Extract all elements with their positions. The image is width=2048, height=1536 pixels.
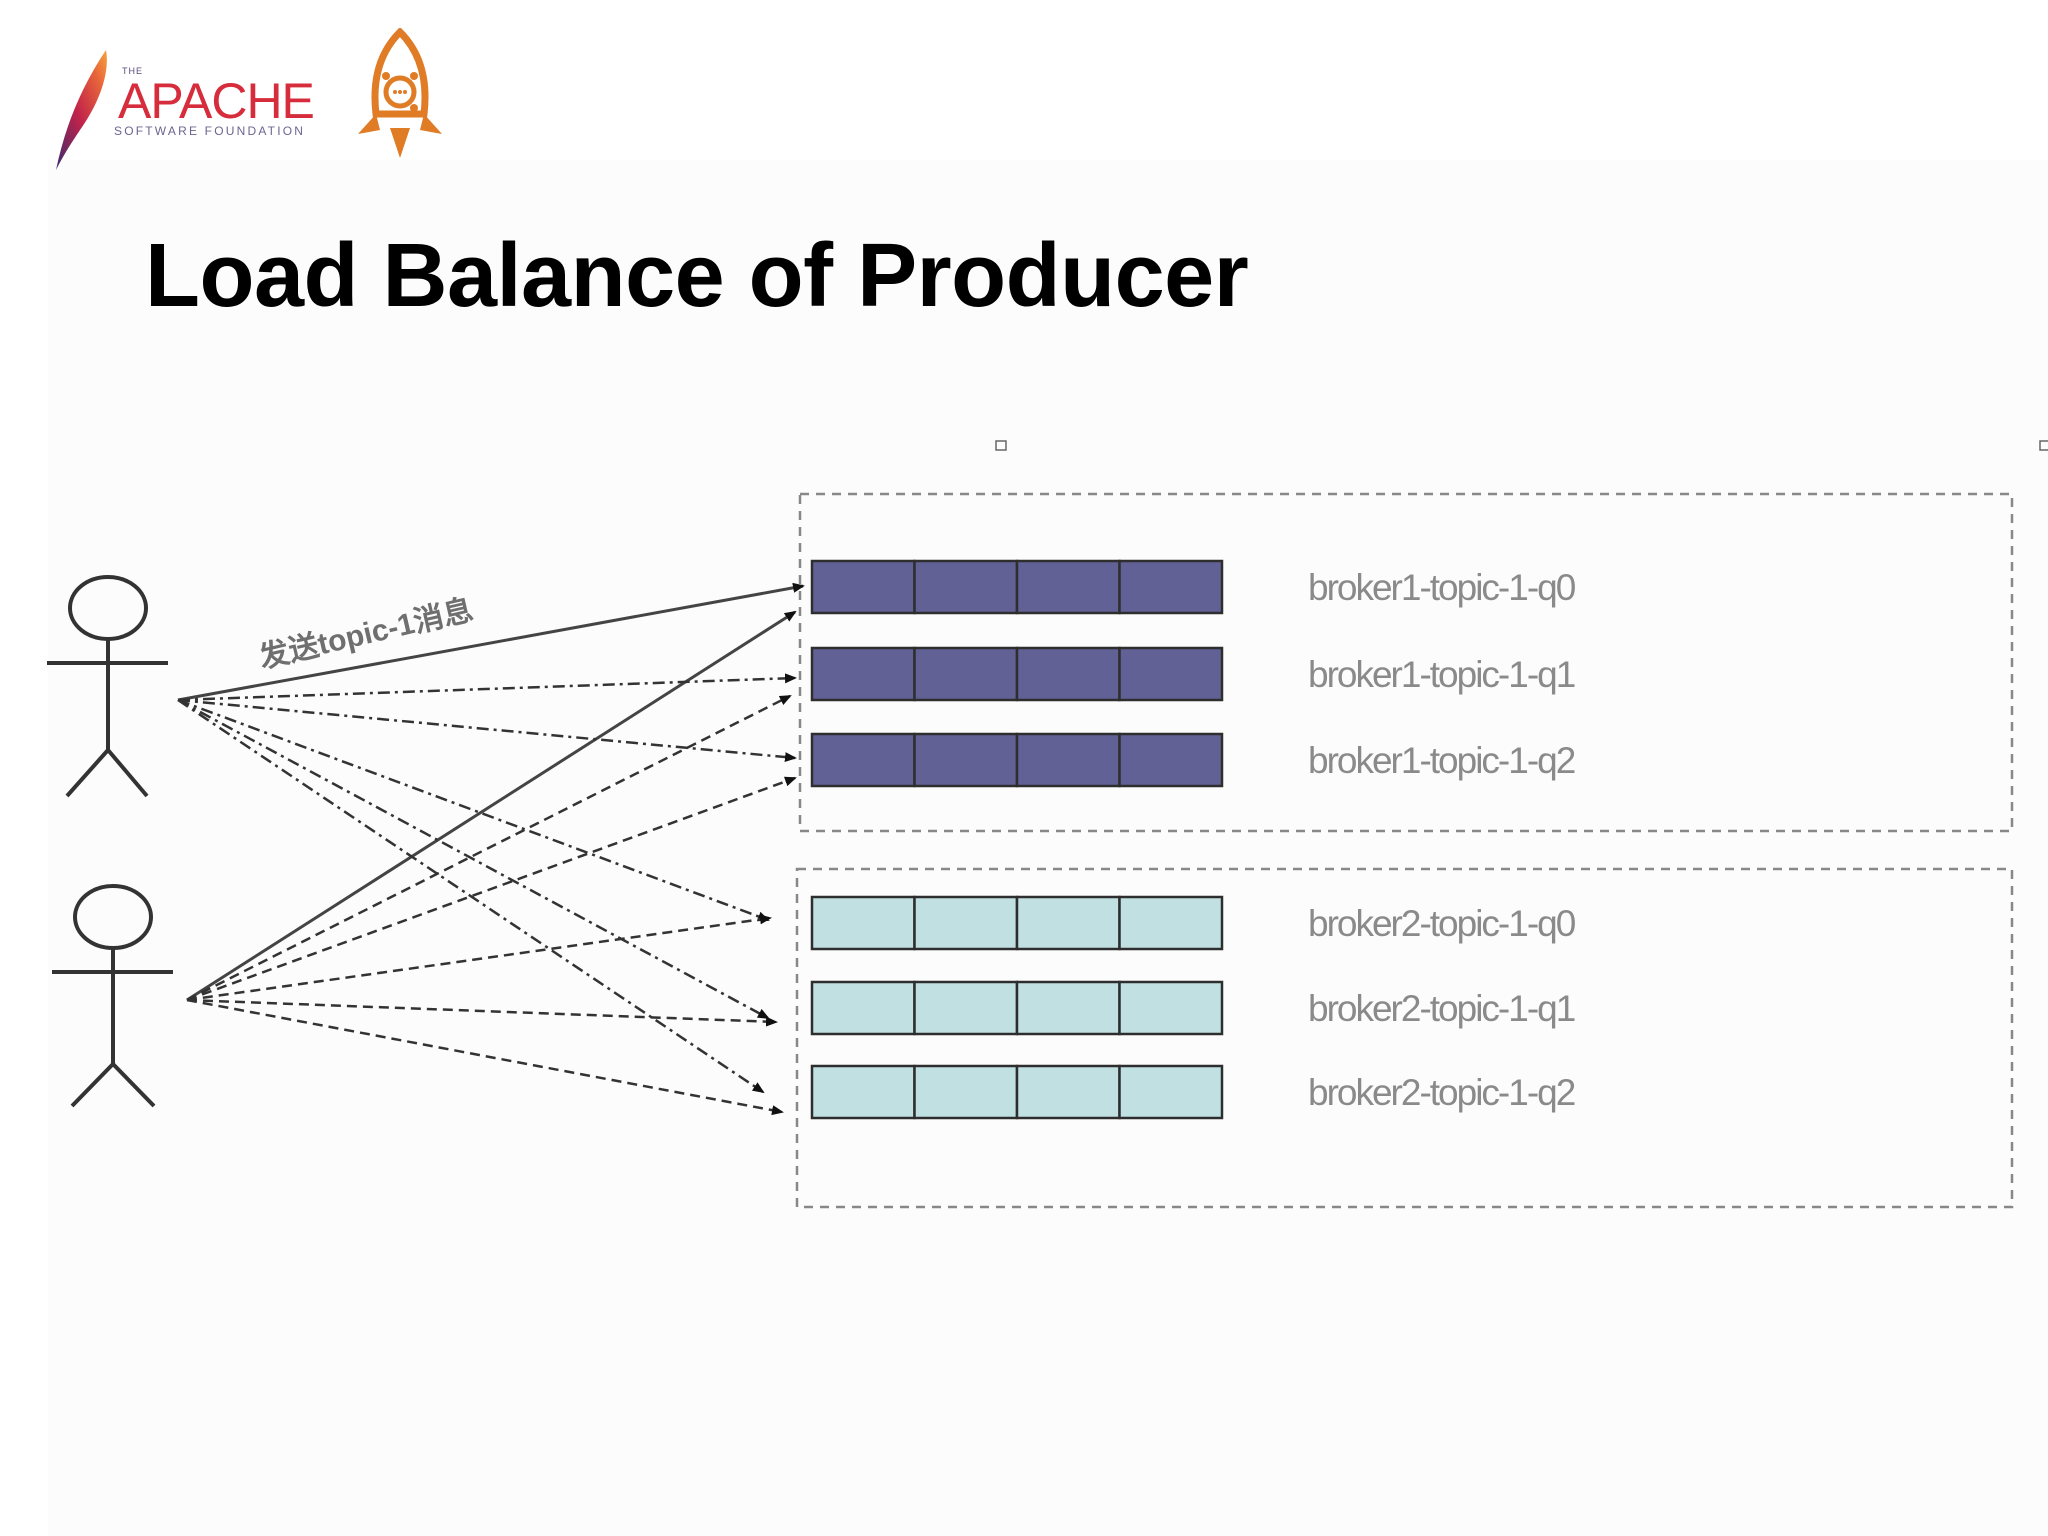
- queue-bar: [810, 895, 1224, 951]
- queue-slot: [1118, 895, 1224, 951]
- edge-p2-b1q2: [186, 776, 797, 1002]
- queue-bar: [810, 980, 1224, 1036]
- queue-bar: [810, 732, 1224, 788]
- queue-label: broker1-topic-1-q1: [1308, 654, 1575, 695]
- edge-p1-b1q2: [177, 698, 797, 763]
- queue-slot: [810, 559, 916, 615]
- queue-bar: [810, 559, 1224, 615]
- slide-title: Load Balance of Producer: [145, 226, 1249, 326]
- queue-slot: [810, 732, 916, 788]
- queue-slot: [1118, 559, 1224, 615]
- logo-the: THE: [122, 66, 143, 76]
- queue-slot: [913, 895, 1019, 951]
- queue-slot: [1015, 980, 1121, 1036]
- queue-group: broker1-topic-1-q0 broker1-topic-1-q1 brok…: [810, 559, 1578, 1120]
- queue-label: broker2-topic-1-q0: [1308, 903, 1576, 944]
- queue-label: broker2-topic-1-q1: [1308, 988, 1575, 1029]
- producer-2-figure: [52, 884, 173, 1108]
- slide-background: [48, 160, 2048, 1536]
- queue-slot: [810, 1064, 916, 1120]
- queue-slot: [1118, 1064, 1224, 1120]
- queue-slot: [1015, 559, 1121, 615]
- queue-slot: [1118, 980, 1224, 1036]
- rocketmq-rocket-icon: [358, 28, 442, 158]
- queue-bar: [810, 1064, 1224, 1120]
- edge-p2-b2q0: [186, 914, 772, 1002]
- queue-slot: [1118, 732, 1224, 788]
- queue-slot: [1015, 732, 1121, 788]
- edge-label: 发送topic-1消息: [255, 593, 476, 675]
- edge-p1-b2q0: [177, 698, 770, 922]
- queue-label: broker1-topic-1-q0: [1308, 567, 1576, 608]
- queue-slot: [1015, 895, 1121, 951]
- queue-bar: [810, 646, 1224, 702]
- apache-logo: THE APACHE SOFTWARE FOUNDATION: [50, 28, 470, 170]
- queue-slot: [913, 732, 1019, 788]
- edge-p2-b2q1: [186, 998, 778, 1027]
- queue-slot: [1015, 646, 1121, 702]
- producer-1-figure: [47, 575, 168, 798]
- edge-p1-b2q1: [177, 698, 770, 1020]
- queue-label: broker2-topic-1-q2: [1308, 1072, 1575, 1113]
- broker-2-box: [795, 867, 2014, 1209]
- logo-subtitle: SOFTWARE FOUNDATION: [114, 124, 306, 138]
- edge-p1-b1q0: [177, 582, 805, 702]
- queue-slot: [810, 895, 916, 951]
- queue-slot: [1118, 646, 1224, 702]
- queue-slot: [913, 559, 1019, 615]
- queue-slot: [810, 980, 916, 1036]
- edge-p1-b2q2: [177, 698, 765, 1094]
- corner-marker: [995, 440, 1007, 451]
- queue-slot: [913, 1064, 1019, 1120]
- logo-name: APACHE: [118, 73, 315, 129]
- edge-p2-b1q0: [186, 610, 797, 1002]
- queue-slot: [913, 980, 1019, 1036]
- edge-p2-b1q1: [186, 694, 792, 1002]
- edge-p2-b2q2: [186, 998, 784, 1116]
- queue-slot: [1015, 1064, 1121, 1120]
- queue-label: broker1-topic-1-q2: [1308, 740, 1575, 781]
- corner-marker: [2039, 440, 2048, 451]
- edge-p1-b1q1: [177, 673, 797, 702]
- queue-slot: [810, 646, 916, 702]
- queue-slot: [913, 646, 1019, 702]
- broker-1-box: [798, 492, 2014, 833]
- apache-feather-icon: [56, 50, 107, 170]
